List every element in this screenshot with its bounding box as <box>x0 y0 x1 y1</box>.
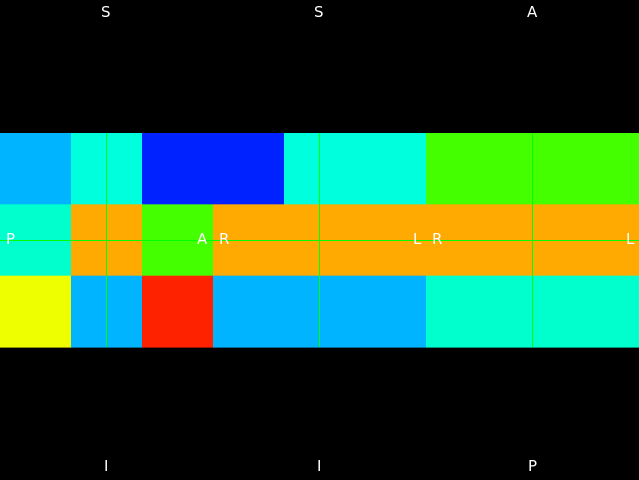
orientation-label-right-3: L <box>626 230 635 248</box>
orientation-label-bottom-2: I <box>317 457 322 475</box>
orientation-label-bottom-1: I <box>104 457 109 475</box>
slab-cell <box>142 275 214 348</box>
slab-cell <box>142 133 214 205</box>
orientation-label-top-1: S <box>101 3 111 21</box>
slab-cell <box>355 133 427 205</box>
slab-cell <box>568 275 639 348</box>
orientation-label-top-2: S <box>314 3 324 21</box>
orientation-label-right-2: L <box>413 230 422 248</box>
orientation-label-bottom-3: P <box>528 457 538 475</box>
orientation-label-top-3: A <box>527 3 538 21</box>
slab-cell <box>0 133 72 205</box>
slab-cell <box>426 133 498 205</box>
slab-cell <box>213 133 285 205</box>
slab-cell <box>355 275 427 348</box>
slab-cell <box>213 275 285 348</box>
slab-cell <box>0 275 72 348</box>
orientation-label-left-1: P <box>6 230 16 248</box>
orientation-label-left-2: R <box>219 230 230 248</box>
slab-cell <box>426 275 498 348</box>
slab-cell <box>568 133 639 205</box>
crosshairs <box>0 133 639 347</box>
orientation-label-right-1: A <box>197 230 208 248</box>
orientation-label-left-3: R <box>432 230 443 248</box>
